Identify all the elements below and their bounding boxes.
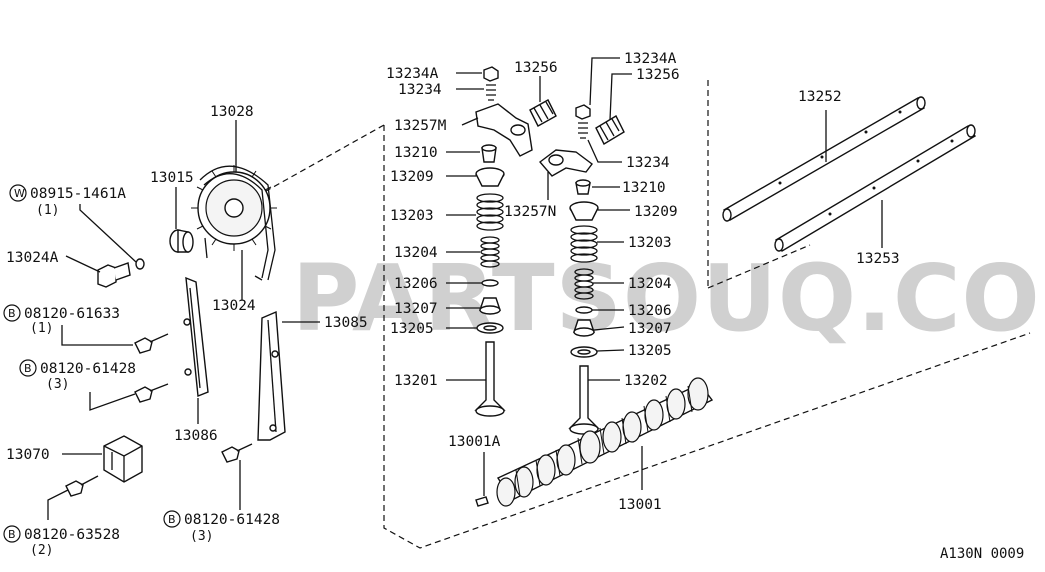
- label-13253: 13253: [856, 251, 900, 267]
- b-marker-icon: [3, 525, 21, 543]
- timing-chain: [199, 165, 276, 281]
- chain-tensioner: [103, 435, 143, 483]
- bolt-08120-61633: [134, 333, 169, 354]
- sprocket-bolt: [97, 262, 131, 288]
- label-13205-right: 13205: [628, 343, 672, 359]
- bolt-08120-63528: [65, 475, 99, 497]
- label-08120-61428-bottom: 08120-61428: [184, 512, 280, 528]
- rocker-shaft-13253: [774, 124, 977, 252]
- label-08915-1461A-qty: (1): [36, 203, 59, 218]
- chain-guide-13085: [257, 310, 286, 441]
- label-13203-right: 13203: [628, 235, 672, 251]
- valve-stack-right: [538, 104, 625, 435]
- label-08120-61428-bottom-qty: (3): [190, 529, 213, 544]
- bolt-08120-61428-left: [134, 383, 169, 403]
- label-13206-left: 13206: [394, 276, 438, 292]
- label-08120-63528-qty: (2): [30, 543, 53, 558]
- bolt-08120-61428-bottom: [221, 443, 253, 463]
- label-13234A-left: 13234A: [386, 66, 439, 82]
- label-08120-63528: 08120-63528: [24, 527, 120, 543]
- label-08120-61633-qty: (1): [30, 321, 53, 336]
- label-13070: 13070: [6, 447, 50, 463]
- b-marker-icon: [3, 304, 21, 322]
- label-13085: 13085: [324, 315, 368, 331]
- label-13209-right: 13209: [634, 204, 678, 220]
- label-13024A: 13024A: [6, 250, 59, 266]
- section-outline: [249, 80, 1031, 549]
- label-13256-left: 13256: [514, 60, 558, 76]
- w-marker-letter: W: [14, 187, 25, 200]
- label-13209-left: 13209: [390, 169, 434, 185]
- camshaft: [496, 377, 714, 507]
- label-13204-left: 13204: [394, 245, 438, 261]
- label-13210-left: 13210: [394, 145, 438, 161]
- valve-stack-left: [474, 66, 557, 417]
- w-marker-icon: [9, 184, 27, 202]
- b-marker-letter: B: [8, 528, 16, 541]
- label-13257N: 13257N: [504, 204, 556, 220]
- label-13001: 13001: [618, 497, 662, 513]
- label-13257M: 13257M: [394, 118, 447, 134]
- label-13252: 13252: [798, 89, 842, 105]
- label-13207-right: 13207: [628, 321, 672, 337]
- label-13234-left: 13234: [398, 82, 442, 98]
- label-13206-right: 13206: [628, 303, 672, 319]
- leader-lines: [47, 57, 883, 520]
- washer: [135, 258, 145, 270]
- rocker-shaft-13252: [722, 96, 926, 222]
- b-marker-letter: B: [8, 307, 16, 320]
- label-13202: 13202: [624, 373, 668, 389]
- part-labels: 13028 13015 W 08915-1461A (1) 13024A B 0…: [3, 51, 1024, 562]
- label-13205-left: 13205: [390, 321, 434, 337]
- label-13207-left: 13207: [394, 301, 438, 317]
- drawing-reference: A130N 0009: [940, 546, 1024, 562]
- label-13203-left: 13203: [390, 208, 434, 224]
- label-13210-right: 13210: [622, 180, 666, 196]
- label-13028: 13028: [210, 104, 254, 120]
- label-13015: 13015: [150, 170, 194, 186]
- label-08120-61633: 08120-61633: [24, 306, 120, 322]
- label-13256-right: 13256: [636, 67, 680, 83]
- label-13204-right: 13204: [628, 276, 672, 292]
- label-08120-61428-left: 08120-61428: [40, 361, 136, 377]
- label-13234A-right: 13234A: [624, 51, 677, 67]
- label-13001A: 13001A: [448, 434, 501, 450]
- label-13086: 13086: [174, 428, 218, 444]
- label-08915-1461A: 08915-1461A: [30, 186, 126, 202]
- cam-sprocket: [191, 165, 277, 251]
- label-13234-right: 13234: [626, 155, 670, 171]
- b-marker-letter: B: [168, 513, 176, 526]
- watermark: PARTSOUQ.COM: [292, 245, 1045, 352]
- sprocket-spacer: [169, 229, 194, 253]
- b-marker-icon: [19, 359, 37, 377]
- label-13201: 13201: [394, 373, 438, 389]
- b-marker-icon: [163, 510, 181, 528]
- chain-guide-13086: [183, 276, 209, 397]
- camshaft-dowel: [475, 496, 489, 507]
- b-marker-letter: B: [24, 362, 32, 375]
- label-13024: 13024: [212, 298, 256, 314]
- label-08120-61428-left-qty: (3): [46, 377, 69, 392]
